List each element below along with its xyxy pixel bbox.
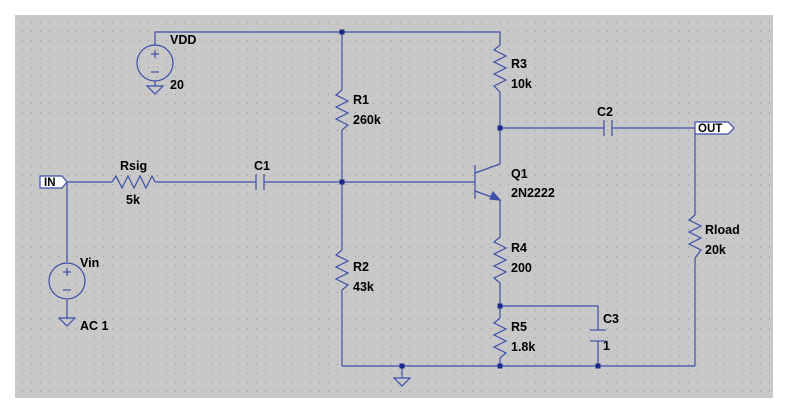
resistor-rload[interactable]: Rload 20k <box>687 214 740 259</box>
vdd-value-label: 20 <box>170 78 184 92</box>
resistor-r4[interactable]: R4 200 <box>492 236 532 284</box>
input-port[interactable]: IN <box>39 175 68 189</box>
input-port-flag <box>39 175 68 189</box>
junction-dot <box>399 363 405 369</box>
r4-name-label: R4 <box>511 241 527 255</box>
c3-name-label: C3 <box>603 312 619 326</box>
c1-name-label: C1 <box>254 159 270 173</box>
capacitor-c1[interactable]: C1 <box>254 159 270 190</box>
main-ground <box>392 377 412 387</box>
c3-value-label: 1 <box>603 339 610 353</box>
junction-dot <box>339 179 345 185</box>
resistor-r2[interactable]: R2 43k <box>334 249 374 294</box>
r1-name-label: R1 <box>353 93 369 107</box>
r2-name-label: R2 <box>353 260 369 274</box>
ground-icon <box>145 85 165 95</box>
ground-icon <box>57 317 77 327</box>
vdd-name-label: VDD <box>170 33 196 47</box>
rload-value-label: 20k <box>705 243 726 257</box>
rsig-value-label: 5k <box>126 193 140 207</box>
r5-value-label: 1.8k <box>511 340 535 354</box>
q1-name-label: Q1 <box>511 167 528 181</box>
junction-dot <box>595 363 601 369</box>
resistor-r5[interactable]: R5 1.8k <box>492 317 535 359</box>
c2-name-label: C2 <box>597 105 613 119</box>
resistor-r3[interactable]: R3 10k <box>492 44 532 93</box>
r4-value-label: 200 <box>511 261 532 275</box>
ground-icon <box>392 377 412 387</box>
output-port[interactable]: OUT <box>694 121 735 135</box>
resistor-r1[interactable]: R1 260k <box>334 89 381 131</box>
q1-value-label: 2N2222 <box>511 186 555 200</box>
junction-dot <box>497 303 503 309</box>
output-port-flag <box>694 121 735 135</box>
voltage-source-icon <box>48 262 86 300</box>
junction-dot <box>339 29 345 35</box>
r2-value-label: 43k <box>353 280 374 294</box>
input-port-label: IN <box>44 177 56 189</box>
rload-name-label: Rload <box>705 223 740 237</box>
r3-value-label: 10k <box>511 77 532 91</box>
resistor-rsig[interactable]: Rsig 5k <box>111 159 156 207</box>
junctions <box>339 29 601 369</box>
capacitor-c3[interactable]: C3 1 <box>590 312 619 353</box>
junction-dot <box>497 363 503 369</box>
vin-name-label: Vin <box>80 256 99 270</box>
vdd-source[interactable]: VDD 20 <box>136 33 196 95</box>
vin-source[interactable]: Vin AC 1 <box>48 256 109 333</box>
capacitor-c2[interactable]: C2 <box>597 105 613 136</box>
rsig-name-label: Rsig <box>120 159 147 173</box>
transistor-q1[interactable]: Q1 2N2222 <box>474 163 555 201</box>
output-port-label: OUT <box>698 123 722 135</box>
r5-name-label: R5 <box>511 320 527 334</box>
r1-value-label: 260k <box>353 113 381 127</box>
r3-name-label: R3 <box>511 57 527 71</box>
junction-dot <box>497 125 503 131</box>
vin-value-label: AC 1 <box>80 319 109 333</box>
grid-dots <box>15 15 773 398</box>
